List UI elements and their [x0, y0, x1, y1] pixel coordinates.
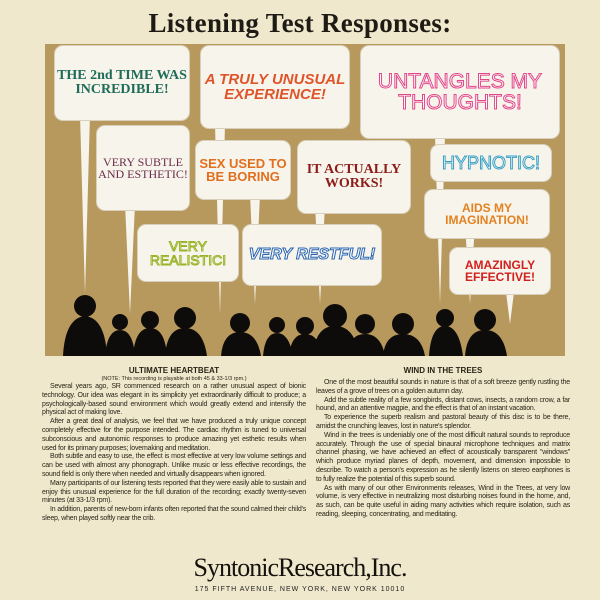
bubble-sex-used: SEX USED TO BE BORING: [196, 141, 290, 199]
address: 175 FIFTH AVENUE, NEW YORK, NEW YORK 100…: [194, 586, 406, 593]
bubble-2nd-time: THE 2nd TIME WAS INCREDIBLE!: [55, 46, 189, 120]
bubble-amazingly: AMAZINGLY EFFECTIVE!: [450, 248, 550, 294]
ultimate-heartbeat-column: ULTIMATE HEARTBEAT (NOTE: This recording…: [42, 366, 306, 524]
paragraph: Add the subtle reality of a few songbird…: [316, 396, 570, 413]
bubble-hypnotic: HYPNOTIC!: [431, 145, 551, 181]
paragraph: One of the most beautiful sounds in natu…: [316, 379, 570, 395]
paragraph: In addition, parents of new-born infants…: [42, 506, 306, 522]
bubble-tail: [505, 284, 515, 324]
bubble-text: IT ACTUALLY WORKS!: [306, 161, 402, 191]
bubble-subtle: VERY SUBTLE AND ESTHETIC!: [97, 126, 189, 210]
bubble-text: VERY REALISTIC!: [149, 237, 227, 268]
bubble-tail: [125, 204, 135, 314]
audience-silhouettes: [63, 295, 507, 356]
paragraph: As with many of our other Environments r…: [316, 484, 570, 518]
bubble-text: SEX USED TO BE BORING: [199, 155, 287, 184]
bubble-actually-works: IT ACTUALLY WORKS!: [298, 141, 410, 213]
bubble-imagination: AIDS MY IMAGINATION!: [425, 190, 549, 238]
bubble-text: AIDS MY IMAGINATION!: [445, 200, 529, 227]
bubble-text: HYPNOTIC!: [441, 152, 540, 173]
bubble-restful: VERY RESTFUL!: [243, 225, 381, 285]
playback-note: (NOTE: This recording is playable at bot…: [101, 376, 247, 382]
page-title: Listening Test Responses:: [148, 8, 452, 38]
paragraph: After a great deal of analysis, we feel …: [42, 418, 306, 452]
bubble-text: AMAZINGLY EFFECTIVE!: [464, 257, 536, 284]
bubble-text: UNTANGLES MY THOUGHTS!: [377, 69, 543, 114]
bubble-tail: [80, 114, 90, 294]
bubble-truly-unusual: A TRULY UNUSUAL EXPERIENCE!: [201, 46, 349, 128]
bubble-untangles: UNTANGLES MY THOUGHTS!: [361, 46, 559, 138]
section-heading: ULTIMATE HEARTBEAT: [128, 366, 220, 375]
bubble-text: A TRULY UNUSUAL EXPERIENCE!: [204, 70, 346, 103]
paragraph: Both subtle and easy to use, the effect …: [42, 453, 306, 478]
bubble-text: VERY SUBTLE AND ESTHETIC!: [98, 154, 188, 181]
paragraph: To experience the superb realism and pas…: [316, 414, 570, 430]
bubble-realistic: VERY REALISTIC!: [138, 225, 238, 281]
section-heading: WIND IN THE TREES: [403, 366, 483, 375]
wind-in-the-trees-column: WIND IN THE TREES One of the most beauti…: [316, 366, 570, 520]
bubble-text: THE 2nd TIME WAS INCREDIBLE!: [57, 67, 187, 97]
illustration-panel: THE 2nd TIME WAS INCREDIBLE! A TRULY UNU…: [45, 44, 565, 356]
paragraph: Wind in the trees is undeniably one of t…: [316, 431, 570, 483]
paragraph: Many participants of our listening tests…: [42, 479, 306, 505]
brand-logo: SyntonicResearch,Inc.: [193, 553, 408, 582]
paragraph: Several years ago, SR commenced research…: [42, 383, 306, 417]
bubble-tail: [215, 124, 225, 314]
bubble-text: VERY RESTFUL!: [248, 245, 376, 264]
